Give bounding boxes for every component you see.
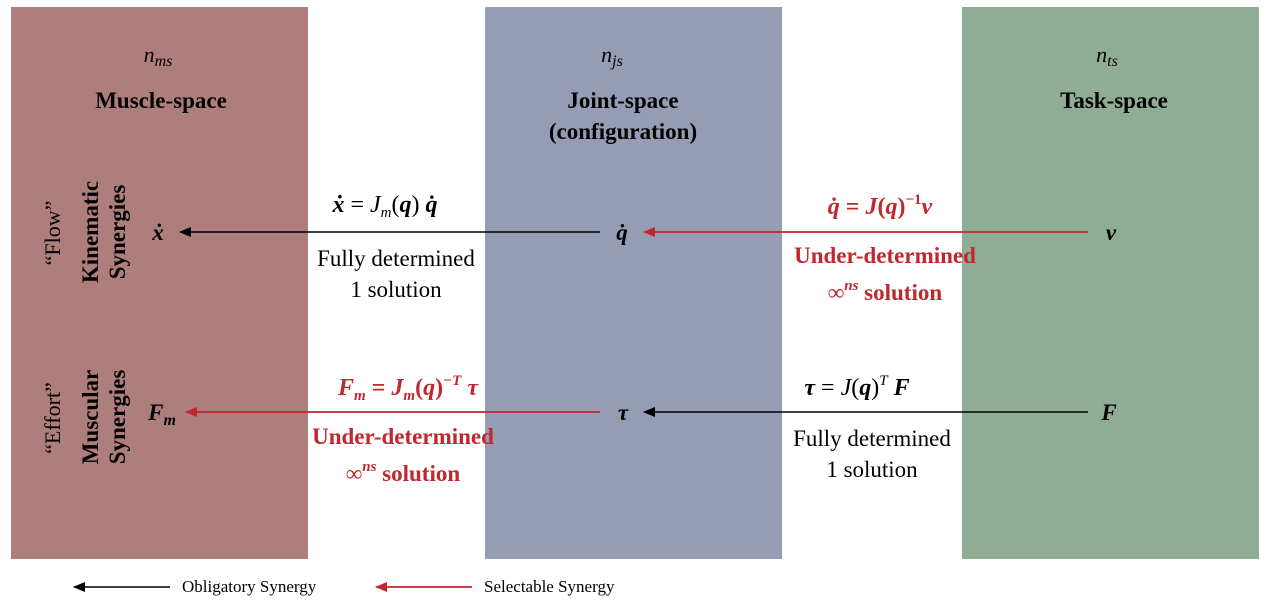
muscular-right-equation: τ = J(q)T F [804, 373, 910, 401]
task-space-dimension: nts [1096, 42, 1118, 70]
task-space-heading: Task-space [1060, 88, 1168, 113]
muscular-left-description: Under-determined ∞ns solution [312, 421, 494, 489]
legend-selectable-label: Selectable Synergy [484, 577, 615, 596]
kinematic-right-desc-line2: ∞ns solution [827, 278, 943, 305]
muscle-space-dimension: nms [143, 42, 173, 70]
muscular-right-desc-line2: 1 solution [826, 457, 918, 482]
joint-space-heading: Joint-space (configuration) [549, 85, 697, 147]
joint-space-dimension: njs [601, 42, 623, 70]
task-space-column [962, 7, 1259, 559]
kinematic-left-desc-line1: Fully determined [317, 246, 475, 271]
task-force-symbol: F [1101, 400, 1117, 425]
muscle-velocity-symbol: ẋ [152, 220, 164, 245]
legend-obligatory-label: Obligatory Synergy [182, 577, 317, 596]
joint-torque-symbol: τ [617, 400, 629, 425]
kinematic-right-equation: q̇ = J(q)−1v [827, 192, 933, 220]
muscular-left-desc-line1: Under-determined [312, 424, 494, 449]
kinematic-right-description: Under-determined ∞ns solution [794, 240, 976, 308]
kinematic-left-description: Fully determined 1 solution [317, 243, 475, 305]
muscular-right-desc-line1: Fully determined [793, 426, 951, 451]
muscle-space-heading: Muscle-space [95, 88, 227, 113]
muscle-space-column [11, 7, 308, 559]
joint-space-column [485, 7, 782, 559]
joint-space-heading-line2: (configuration) [548, 119, 698, 144]
muscle-force-symbol: Fm [148, 400, 176, 429]
muscular-right-description: Fully determined 1 solution [793, 423, 951, 485]
muscular-left-equation: Fm = Jm(q)−T τ [338, 373, 478, 404]
kinematic-left-equation: ẋ = Jm(q) q̇ [332, 192, 438, 221]
kinematic-right-desc-line1: Under-determined [794, 243, 976, 268]
kinematic-left-desc-line2: 1 solution [350, 277, 442, 302]
joint-space-heading-line1: Joint-space [567, 88, 679, 113]
task-velocity-symbol: v [1105, 220, 1117, 245]
muscular-left-desc-line2: ∞ns solution [345, 459, 461, 486]
joint-velocity-symbol: q̇ [616, 220, 628, 245]
